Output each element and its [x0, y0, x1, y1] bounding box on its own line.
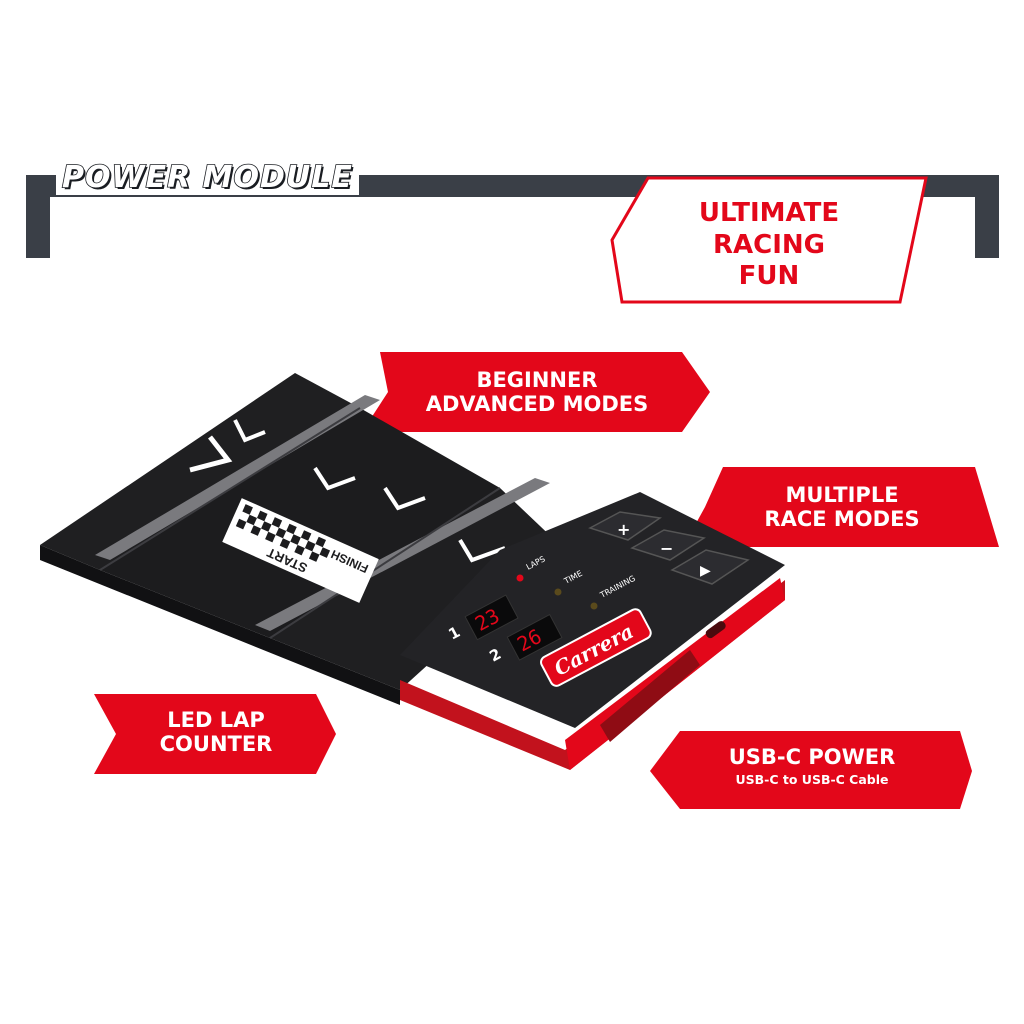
control-unit-red-base [400, 580, 785, 770]
callout-usb-title: USB-C POWER [728, 745, 896, 769]
callout-usb: USB-C POWER USB-C to USB-C Cable [650, 731, 974, 811]
track-section-3 [270, 488, 560, 690]
page-title: POWER MODULE [56, 159, 359, 196]
callout-led-line-2: COUNTER [159, 732, 273, 757]
play-button[interactable]: ▶ [670, 549, 750, 585]
callout-beginner-line-2: ADVANCED MODES [425, 392, 649, 417]
lane-marking-3 [313, 466, 356, 491]
callout-beginner-line-1: BEGINNER [476, 368, 598, 392]
guide-rail-1 [95, 395, 380, 560]
callout-usb-shape [650, 731, 972, 809]
led-training [590, 602, 598, 610]
usb-c-port [705, 621, 726, 639]
track-section-1 [40, 373, 360, 570]
lane-marking-5 [458, 538, 506, 563]
callout-beginner: BEGINNER ADVANCED MODES [362, 352, 712, 434]
header-frame-right [975, 175, 999, 258]
callout-multiple-shape [683, 467, 999, 547]
track-joint-1 [99, 407, 361, 571]
callout-multiple-line-1: MULTIPLE [785, 483, 899, 507]
callout-ultimate: ULTIMATE RACING FUN [610, 176, 928, 304]
minus-button[interactable]: − [630, 529, 706, 561]
guide-rail-2 [255, 478, 550, 631]
track-front-edge [40, 545, 400, 705]
callout-multiple-line-2: RACE MODES [764, 507, 920, 532]
lane-marking-1 [189, 435, 233, 473]
minus-label: − [660, 539, 673, 558]
control-unit-top [400, 492, 785, 728]
lane-marking-4 [383, 486, 426, 511]
plus-label: + [617, 520, 630, 539]
led-laps [516, 574, 524, 582]
header-frame-left [26, 175, 50, 258]
callout-led: LED LAP COUNTER [94, 694, 338, 776]
callout-ultimate-line-2: RACING [713, 229, 825, 260]
plus-button[interactable]: + [588, 511, 662, 541]
led-time [554, 588, 562, 596]
usb-port-area [600, 650, 700, 742]
play-label: ▶ [700, 563, 711, 579]
callout-led-line-1: LED LAP [167, 708, 265, 732]
start-finish-flag: FINISH START [222, 498, 379, 603]
callout-ultimate-line-1: ULTIMATE [698, 198, 840, 228]
callout-beginner-shape [362, 352, 710, 432]
callout-multiple: MULTIPLE RACE MODES [683, 467, 1001, 549]
lane-marking-2 [233, 419, 266, 443]
track-section-2 [100, 408, 500, 638]
callout-led-shape [94, 694, 336, 774]
callout-usb-subtitle: USB-C to USB-C Cable [735, 772, 889, 788]
track-joint-2 [269, 487, 501, 639]
callout-ultimate-line-3: FUN [738, 261, 800, 292]
callout-ultimate-shape [610, 176, 928, 304]
